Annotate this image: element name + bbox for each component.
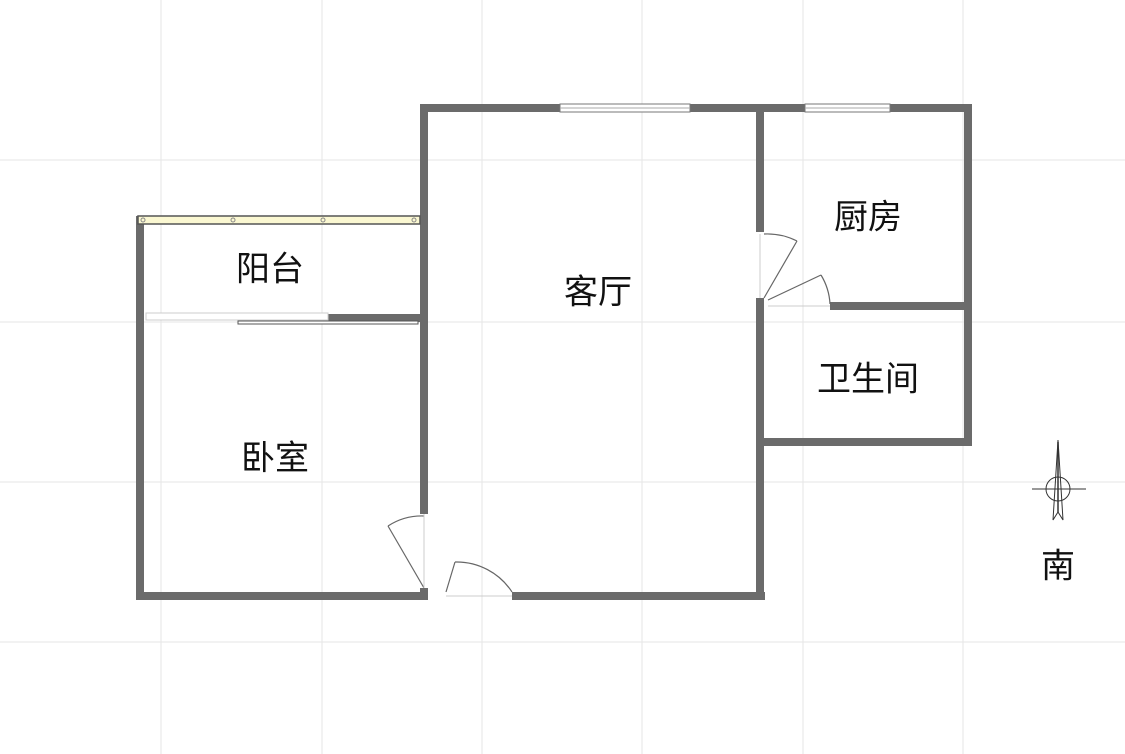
walls bbox=[136, 104, 972, 600]
bathroom-door bbox=[767, 274, 831, 307]
bedroom-door bbox=[387, 514, 425, 589]
compass-icon bbox=[1032, 439, 1086, 521]
room-label-living: 客厅 bbox=[564, 273, 632, 313]
windows bbox=[559, 103, 891, 113]
compass-label: 南 bbox=[1041, 547, 1075, 587]
sliding-door bbox=[145, 312, 419, 325]
room-label-bedroom: 卧室 bbox=[241, 439, 309, 479]
balcony-railing bbox=[137, 215, 421, 225]
kitchen-door bbox=[759, 233, 798, 299]
entrance-door bbox=[445, 561, 513, 597]
room-label-balcony: 阳台 bbox=[236, 250, 304, 290]
room-label-bathroom: 卫生间 bbox=[817, 360, 919, 400]
room-label-kitchen: 厨房 bbox=[834, 198, 902, 238]
